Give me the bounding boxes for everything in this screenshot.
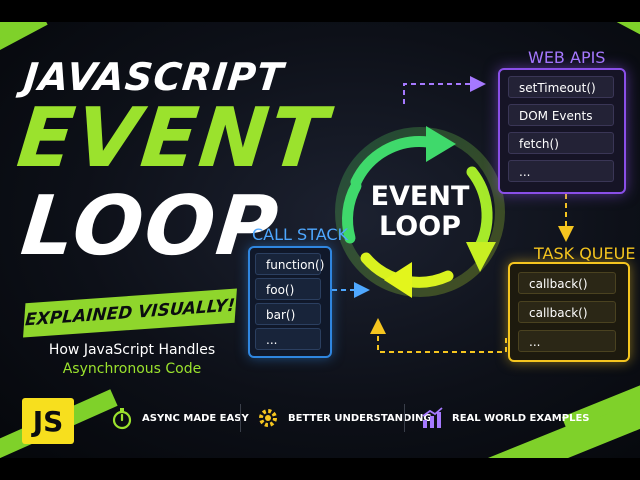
- task-queue-item: ...: [518, 330, 616, 352]
- bar-chart-icon: [422, 407, 443, 428]
- event-loop-label-line2: LOOP: [379, 211, 461, 242]
- web-apis-panel: setTimeout() DOM Events fetch() ...: [498, 68, 626, 194]
- call-stack-item: bar(): [255, 303, 321, 325]
- web-apis-heading: WEB APIS: [528, 48, 606, 67]
- green-stripe: [590, 22, 640, 46]
- call-stack-item: foo(): [255, 278, 321, 300]
- task-queue-panel: callback() callback() ...: [508, 262, 630, 362]
- call-stack-panel: function() foo() bar() ...: [248, 246, 332, 358]
- feature-examples: REAL WORLD EXAMPLES: [420, 406, 589, 430]
- task-queue-item: callback(): [518, 301, 616, 323]
- subtitle-line-2: Asynchronous Code: [62, 361, 202, 377]
- divider: [240, 404, 241, 432]
- feature-label: ASYNC MADE EASY: [142, 412, 249, 424]
- task-queue-item: callback(): [518, 272, 616, 294]
- explained-banner: EXPLAINED VISUALLY!: [23, 288, 237, 338]
- arrow-queue-return: [370, 318, 507, 353]
- call-stack-item: ...: [255, 328, 321, 350]
- title-event: EVENT: [13, 91, 334, 186]
- arrow-to-web-apis: [403, 76, 486, 104]
- web-api-item: setTimeout(): [508, 76, 614, 98]
- event-loop-ring: [335, 126, 505, 298]
- gear-icon: [259, 409, 277, 427]
- js-logo-text: JS: [32, 404, 64, 438]
- feature-bar: JS ASYNC MADE EASY BETTER UNDERSTANDING: [0, 392, 640, 456]
- js-logo-badge: JS: [22, 398, 74, 444]
- divider: [404, 404, 405, 432]
- stopwatch-icon: [112, 408, 132, 430]
- web-api-item: ...: [508, 160, 614, 182]
- subtitle-line-1: How JavaScript Handles: [48, 342, 216, 358]
- ring-arrowhead: [426, 126, 456, 162]
- event-loop-label-line1: EVENT: [370, 181, 470, 212]
- feature-label: REAL WORLD EXAMPLES: [452, 412, 590, 424]
- web-api-item: DOM Events: [508, 104, 614, 126]
- feature-label: BETTER UNDERSTANDING: [288, 412, 432, 424]
- event-loop-label: EVENT LOOP: [360, 182, 480, 242]
- banner-text: EXPLAINED VISUALLY!: [24, 295, 236, 331]
- thumbnail-canvas: JAVASCRIPT EVENT LOOP EXPLAINED VISUALLY…: [0, 22, 640, 458]
- feature-async: ASYNC MADE EASY: [110, 406, 249, 430]
- web-api-item: fetch(): [508, 132, 614, 154]
- call-stack-heading: CALL STACK: [252, 225, 349, 244]
- call-stack-item: function(): [255, 253, 324, 275]
- ring-arrowhead: [384, 262, 412, 298]
- task-queue-heading: TASK QUEUE: [534, 244, 636, 263]
- title-loop: LOOP: [17, 179, 284, 274]
- ring-arrowhead: [466, 242, 496, 272]
- feature-understanding: BETTER UNDERSTANDING: [256, 406, 432, 430]
